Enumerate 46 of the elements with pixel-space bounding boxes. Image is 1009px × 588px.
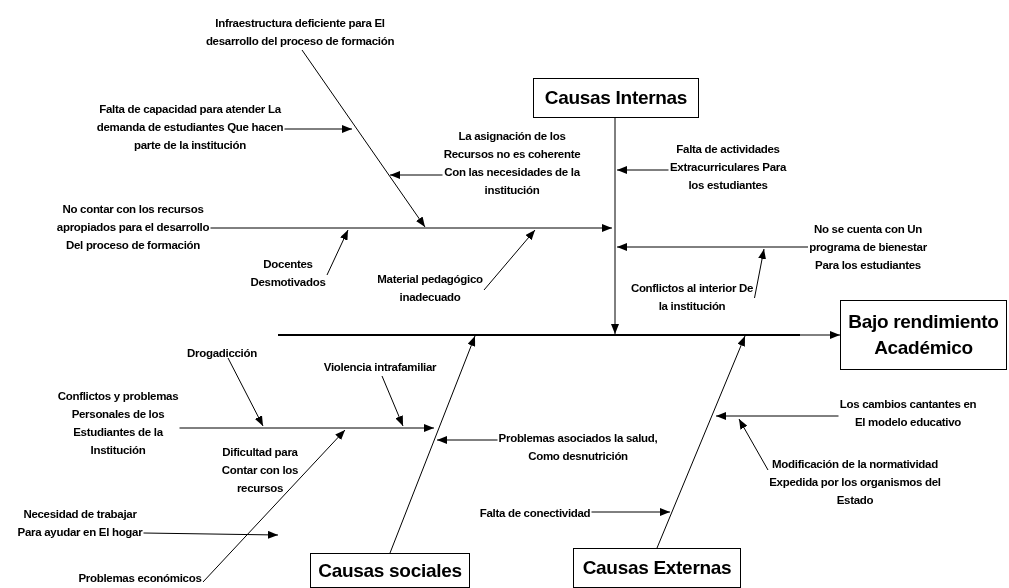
- cause-text: Falta de conectividad: [478, 504, 592, 522]
- arrow: [616, 243, 809, 251]
- cause-text: Infraestructura deficiente para El desarrollo del proceso de formación: [204, 14, 396, 50]
- category-box: Causas Internas: [533, 78, 699, 118]
- cause-text: Conflictos al interior De la institución: [629, 279, 755, 315]
- arrow: [381, 375, 404, 427]
- cause-text: Los cambios cantantes en El modelo educativo: [838, 395, 978, 431]
- arrow: [591, 508, 671, 516]
- arrow: [284, 125, 353, 133]
- cause-text: Modificación de la normatividad Expedida por los organismos del Estado: [768, 455, 942, 509]
- cause-text: Problemas económicos: [77, 569, 203, 587]
- arrow: [326, 229, 349, 276]
- cause-text: No se cuenta con Un programa de bienestar Para los estudiantes: [808, 220, 928, 274]
- arrow: [616, 166, 669, 174]
- cause-text: Falta de actividades Extracurriculares Para los estudiantes: [668, 140, 788, 194]
- cause-text: No contar con los recursos apropiados para el desarrollo Del proceso de formación: [55, 200, 211, 254]
- cause-text: Necesidad de trabajar Para ayudar en El hogar: [16, 505, 144, 541]
- arrow: [227, 357, 264, 427]
- cause-text: Docentes Desmotivados: [249, 255, 327, 291]
- cause-text: Violencia intrafamiliar: [322, 358, 438, 376]
- arrow: [656, 335, 746, 549]
- arrow: [202, 429, 346, 583]
- arrow: [754, 248, 766, 299]
- arrow: [738, 418, 769, 471]
- arrow: [483, 229, 536, 291]
- arrow: [210, 224, 613, 232]
- category-box: Causas Externas: [573, 548, 741, 588]
- arrow: [143, 530, 279, 539]
- spine-line: [278, 334, 800, 336]
- arrow: [389, 335, 476, 554]
- arrow: [715, 412, 839, 420]
- arrow: [179, 424, 435, 432]
- arrow: [301, 49, 426, 228]
- cause-text: La asignación de los Recursos no es coherente Con las necesidades de la institución: [442, 127, 582, 199]
- cause-text: Problemas asociados la salud, Como desnutrición: [497, 429, 659, 465]
- arrow: [389, 171, 443, 179]
- arrow: [611, 117, 619, 335]
- cause-text: Dificultad para Contar con los recursos: [220, 445, 300, 496]
- cause-text: Drogadicción: [186, 344, 258, 362]
- category-box: Causas sociales: [310, 553, 470, 588]
- effect-box: Bajo rendimiento Académico: [840, 300, 1007, 370]
- cause-text: Falta de capacidad para atender La demanda de estudiantes Que hacen parte de la institución: [95, 100, 285, 154]
- cause-text: Conflictos y problemas Personales de los Estudiantes de la Institución: [56, 387, 180, 459]
- cause-text: Material pedagógico inadecuado: [376, 270, 484, 306]
- arrow: [799, 331, 841, 339]
- arrow: [436, 436, 498, 444]
